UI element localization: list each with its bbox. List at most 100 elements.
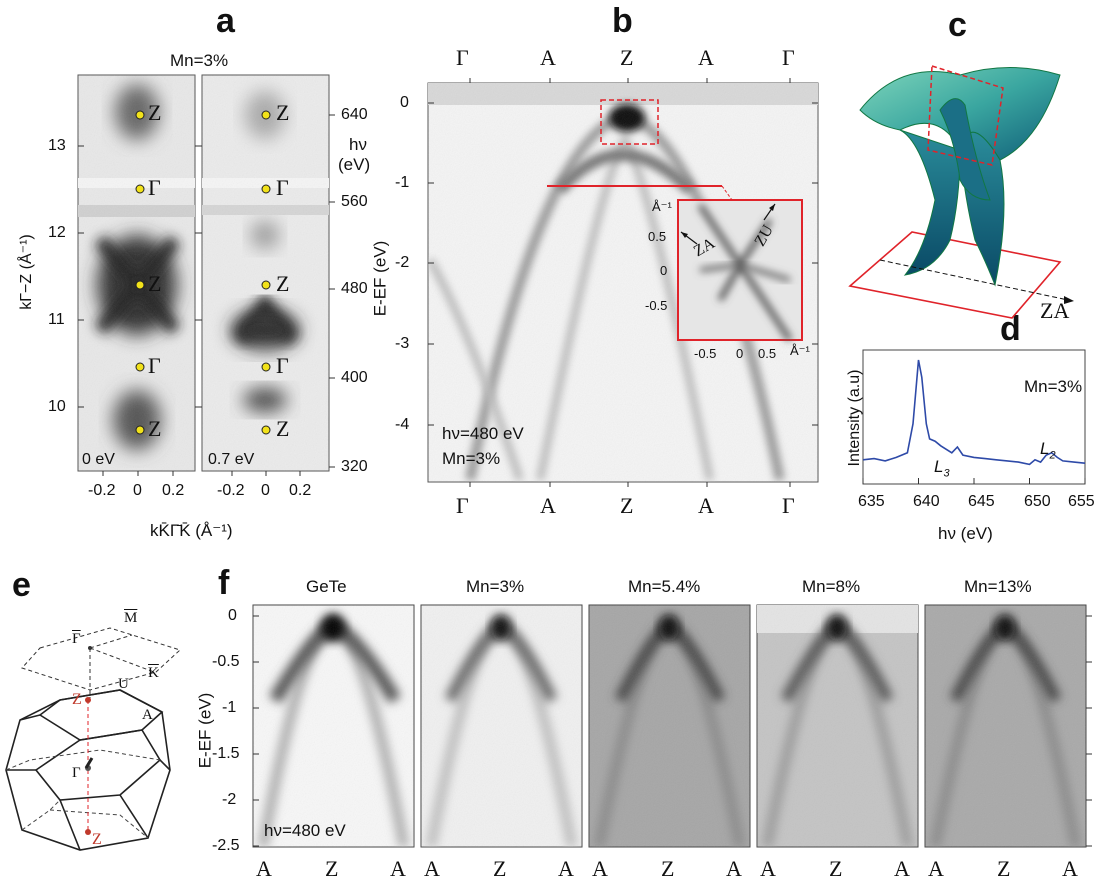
panel-f-x-z-1: Z (325, 856, 339, 881)
panel-a-point-z1-right: Z (276, 100, 290, 125)
panel-a-ytick-10: 10 (48, 398, 66, 415)
panel-label-b: b (612, 2, 633, 40)
panel-e-label-gamma-bar: Γ (72, 631, 81, 647)
panel-b-inset-ytick-3: -0.5 (645, 298, 668, 313)
panel-b-note-mn: Mn=3% (442, 449, 501, 468)
panel-d-xtick-640: 640 (913, 493, 940, 510)
panel-b-ytick-2: -2 (395, 254, 410, 271)
panel-a-point-gamma2: Γ (148, 353, 161, 378)
panel-a-point-z2-right: Z (276, 271, 290, 296)
panel-a-point-z2: Z (148, 271, 162, 296)
panel-e-label-z-top: Z (72, 691, 82, 708)
panel-e-label-m: M (124, 610, 138, 626)
panel-b-inset-ytick-1: 0.5 (648, 229, 667, 244)
panel-a-sub-label-1: 0 eV (82, 451, 115, 468)
panel-f-ytick-05: -0.5 (212, 653, 240, 670)
panel-b-inset-unit-y: Å⁻¹ (652, 199, 672, 214)
panel-d-xtick-645: 645 (968, 493, 995, 510)
panel-a-point-gamma2-right: Γ (276, 353, 289, 378)
panel-a-point-z3: Z (148, 416, 162, 441)
panel-f-x-a-3: A (424, 856, 440, 881)
panel-a-xtick-5: 0 (261, 482, 270, 499)
panel-b-note-hv: hν=480 eV (442, 424, 524, 443)
panel-f-x-a-7: A (760, 856, 776, 881)
panel-f-x-a-6: A (726, 856, 742, 881)
panel-a-ytick-12: 12 (48, 224, 66, 241)
panel-f-ytick-15: -1.5 (212, 745, 240, 762)
panel-a-ytick-13: 13 (48, 137, 66, 154)
panel-a-xtick-6: 0.2 (289, 482, 312, 499)
panel-f-x-a-8: A (894, 856, 910, 881)
panel-f-title-mn54: Mn=5.4% (628, 577, 701, 596)
panel-f-x-z-5: Z (997, 856, 1011, 881)
panel-d-plot-frame (862, 349, 1086, 485)
panel-b-inset-unit-x: Å⁻¹ (790, 343, 810, 358)
panel-f-title-mn3: Mn=3% (466, 577, 525, 596)
panel-b-inset-xtick-2: 0 (736, 346, 744, 361)
panel-a-hv-640: 640 (341, 106, 368, 123)
panel-f-ytick-0: 0 (228, 607, 237, 624)
panel-label-f: f (218, 564, 230, 602)
panel-f-ytick-25: -2.5 (212, 837, 240, 854)
panel-a-ytick-11: 11 (48, 311, 65, 328)
panel-b-bottom-label-2: A (540, 493, 556, 518)
panel-b-bottom-label-5: Γ (782, 493, 795, 518)
panel-f-x-z-4: Z (829, 856, 843, 881)
panel-label-e: e (12, 566, 31, 604)
panel-a-title: Mn=3% (170, 51, 229, 70)
panel-a-hv-560: 560 (341, 193, 368, 210)
panel-f-title-gete: GeTe (306, 577, 347, 596)
panel-b-bottom-label-1: Γ (456, 493, 469, 518)
panel-d-xlabel: hν (eV) (938, 524, 993, 543)
panel-b-top-label-1: Γ (456, 45, 469, 70)
panel-a-point-z1: Z (148, 100, 162, 125)
panel-f-x-a-5: A (592, 856, 608, 881)
panel-a-point-z3-right: Z (276, 416, 290, 441)
panel-a-sub-label-2: 0.7 eV (208, 451, 255, 468)
panel-d-peak-l3: L3 (934, 457, 950, 480)
panel-d-xtick-635: 635 (858, 493, 885, 510)
panel-b-top-label-2: A (540, 45, 556, 70)
panel-f-x-z-3: Z (661, 856, 675, 881)
panel-b-inset-ytick-2: 0 (660, 263, 668, 278)
panel-f-title-mn13: Mn=13% (964, 577, 1032, 596)
panel-e-label-a: A (142, 707, 153, 723)
panel-a-xtick-2: 0 (133, 482, 142, 499)
panel-d-line (862, 359, 1086, 466)
panel-label-a: a (216, 2, 235, 40)
panel-a-hv-320: 320 (341, 458, 368, 475)
panel-a-xtick-3: 0.2 (162, 482, 185, 499)
panel-b-bottom-label-4: A (698, 493, 714, 518)
panel-b-ytick-3: -3 (395, 335, 410, 352)
panel-f-x-z-2: Z (493, 856, 507, 881)
panel-a-hv-400: 400 (341, 369, 368, 386)
panel-b-top-label-5: Γ (782, 45, 795, 70)
panel-b-inset-xtick-1: -0.5 (694, 346, 717, 361)
panel-b-top-label-3: Z (620, 45, 634, 70)
panel-d-xticks (862, 478, 1086, 484)
panel-f-ytick-2: -2 (222, 791, 237, 808)
panel-f-x-a-10: A (1062, 856, 1078, 881)
panel-a-hv-480: 480 (341, 280, 368, 297)
panel-b-top-label-4: A (698, 45, 714, 70)
panel-a-xtick-1: -0.2 (88, 482, 116, 499)
panel-f-title-mn8: Mn=8% (802, 577, 861, 596)
panel-f-note: hν=480 eV (264, 821, 346, 840)
panel-f-x-a-1: A (256, 856, 272, 881)
panel-f-ytick-1: -1 (222, 699, 237, 716)
panel-f-ylabel: E-EF (eV) (195, 692, 215, 769)
panel-d-xtick-650: 650 (1024, 493, 1051, 510)
panel-c-axis-label: ZA (1040, 298, 1070, 323)
panel-b-bottom-label-3: Z (620, 493, 634, 518)
panel-f-x-a-9: A (928, 856, 944, 881)
panel-d-xtick-655: 655 (1068, 493, 1095, 510)
panel-a-point-gamma1: Γ (148, 175, 161, 200)
panel-a-xlabel: kK̄Γ̄K̄ (Å⁻¹) (150, 521, 233, 540)
panel-label-d: d (1000, 310, 1021, 348)
